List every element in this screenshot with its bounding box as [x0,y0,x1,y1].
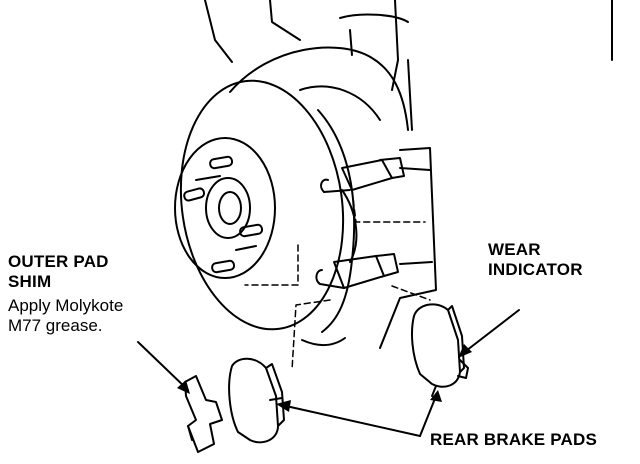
inner-brake-pad [411,303,469,397]
wear-indicator-line1: WEAR [488,240,541,259]
backing-plate-edge [379,147,437,349]
caliper-bracket [315,157,433,289]
arrowhead-outer-pad [276,400,291,412]
pads-leader-outer [285,405,421,437]
grease-note-line1: Apply Molykote [8,296,124,315]
suspension-strut [204,0,613,131]
outer-pad-shim-title: OUTER PAD SHIM [8,252,109,291]
arrow-heads [177,344,472,412]
grease-note-line2: M77 grease. [8,315,103,335]
arrowhead-inner-pad [430,390,442,402]
wheel-hub [174,137,276,279]
arrowhead-shim [177,380,190,394]
arrowhead-wear [458,344,472,358]
outer-brake-pad [228,357,285,444]
alignment-guides [244,189,431,371]
outer-pad-title-line1: OUTER PAD [8,252,109,271]
wear-indicator-line2: INDICATOR [488,259,583,279]
wear-indicator-label: WEAR INDICATOR [488,240,583,279]
outer-pad-shim [184,375,223,453]
grease-note: Apply Molykote M77 grease. [8,296,123,335]
wear-indicator-leader [461,309,520,355]
brake-rotor [179,46,409,346]
pads-leader-inner [419,395,437,437]
rear-brake-pads-label: REAR BRAKE PADS [430,430,598,449]
outer-pad-title-line2: SHIM [8,271,52,291]
leader-arrows [137,309,520,437]
shim-leader [137,341,189,391]
